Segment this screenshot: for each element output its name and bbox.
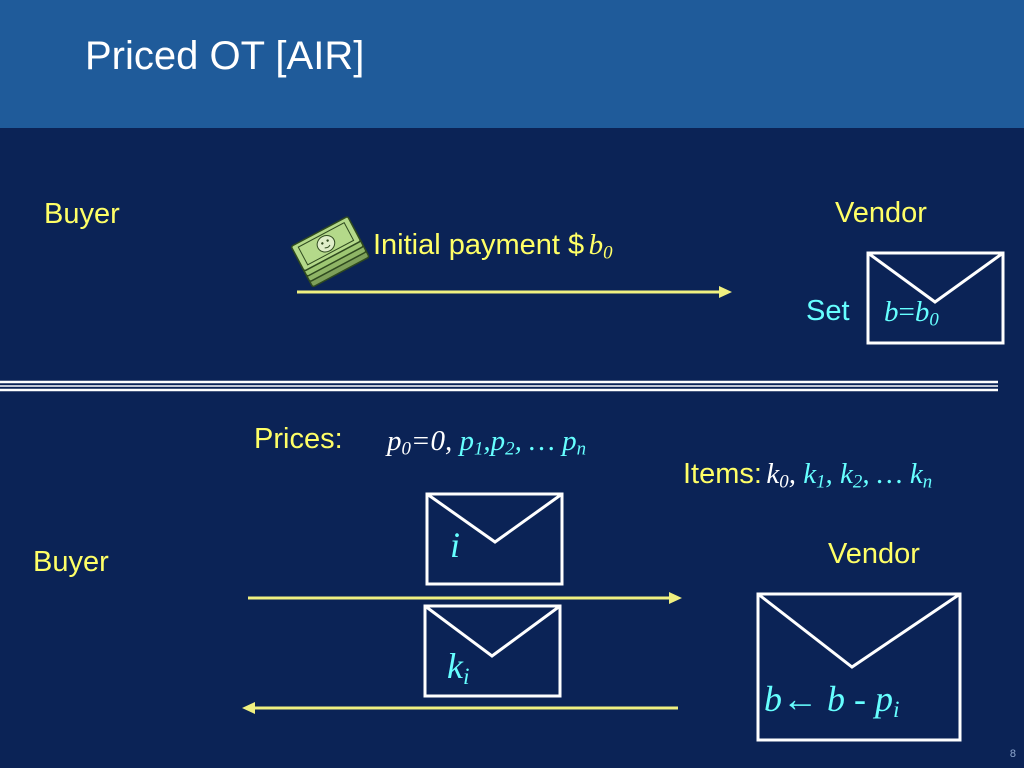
k2-sub: 2 [852, 471, 863, 493]
p0-sub: 0 [401, 438, 411, 460]
k1-sub: 1 [816, 471, 826, 493]
buyer-label-top: Buyer [44, 198, 120, 230]
items-row: Items: k0, k1, k2, … kn [683, 458, 932, 494]
update-rhs: b - [818, 679, 875, 719]
request-arrow [248, 592, 682, 604]
payment-var: b0 [588, 229, 613, 264]
set-lhs: b [884, 296, 899, 328]
p0-rest: =0, [410, 425, 453, 457]
set-label: Set [806, 295, 850, 327]
set-rhs: b [914, 296, 930, 328]
p-rest-terms: p1,p2, … pn [459, 425, 587, 460]
kn-letter: k [909, 458, 923, 490]
update-arrow: ← [782, 679, 818, 719]
p0-term: p0=0, [387, 425, 453, 460]
money-stack-icon [291, 216, 370, 288]
k0-comma: , [788, 458, 796, 490]
pn-sub: n [576, 438, 587, 460]
k0-sub: 0 [779, 471, 789, 493]
envelope-icon [756, 592, 962, 742]
update-p-sub: i [893, 696, 900, 723]
k-rest-terms: k1, k2, … kn [803, 458, 933, 493]
items-expression: k0, k1, k2, … kn [766, 458, 933, 493]
envelope-icon [866, 251, 1005, 345]
prices-expression: p0=0, p1,p2, … pn [387, 425, 586, 461]
vendor-label-top: Vendor [835, 197, 927, 229]
update-p: p [875, 679, 893, 719]
slide-title: Priced OT [AIR] [85, 34, 365, 78]
envelope-icon [423, 604, 562, 698]
k1-letter: k [803, 458, 817, 490]
items-label: Items: [683, 458, 762, 490]
p2-sub: 2 [505, 438, 515, 460]
prices-label: Prices: [254, 423, 343, 455]
pn-letter: p [562, 425, 577, 457]
payment-var-letter: b [588, 229, 604, 261]
k-ellipsis: , … [862, 458, 910, 490]
kn-sub: n [922, 471, 933, 493]
k0-term: k0, [766, 458, 796, 493]
k1-comma: , [825, 458, 833, 490]
envelope-ki-label: ki [447, 645, 469, 691]
response-arrow [242, 702, 678, 714]
p2-letter: p [490, 425, 506, 457]
update-lhs: b [764, 679, 782, 719]
title-bar [0, 0, 1024, 128]
ki-letter: k [447, 646, 463, 686]
p-comma: , [483, 425, 491, 457]
section-divider [0, 380, 998, 392]
payment-text: Initial payment $ [373, 229, 585, 261]
balance-update: b← b - pi [764, 678, 900, 724]
payment-arrow [297, 286, 732, 298]
initial-payment-label: Initial payment $ b0 [373, 229, 613, 265]
ki-sub: i [462, 663, 470, 690]
p0-letter: p [387, 425, 402, 457]
envelope-i-label: i [450, 525, 461, 565]
p1-sub: 1 [474, 438, 484, 460]
k0-letter: k [766, 458, 780, 490]
set-expression: b=b0 [884, 296, 939, 332]
set-rhs-sub: 0 [929, 309, 939, 331]
vendor-label-bottom: Vendor [828, 538, 920, 570]
p1-letter: p [459, 425, 475, 457]
payment-var-sub: 0 [603, 242, 613, 264]
set-eq: = [898, 296, 915, 328]
p-ellipsis: , … [514, 425, 563, 457]
page-number: 8 [1009, 748, 1016, 760]
k2-letter: k [840, 458, 853, 490]
envelope-icon [425, 492, 564, 586]
buyer-label-bottom: Buyer [33, 546, 109, 578]
